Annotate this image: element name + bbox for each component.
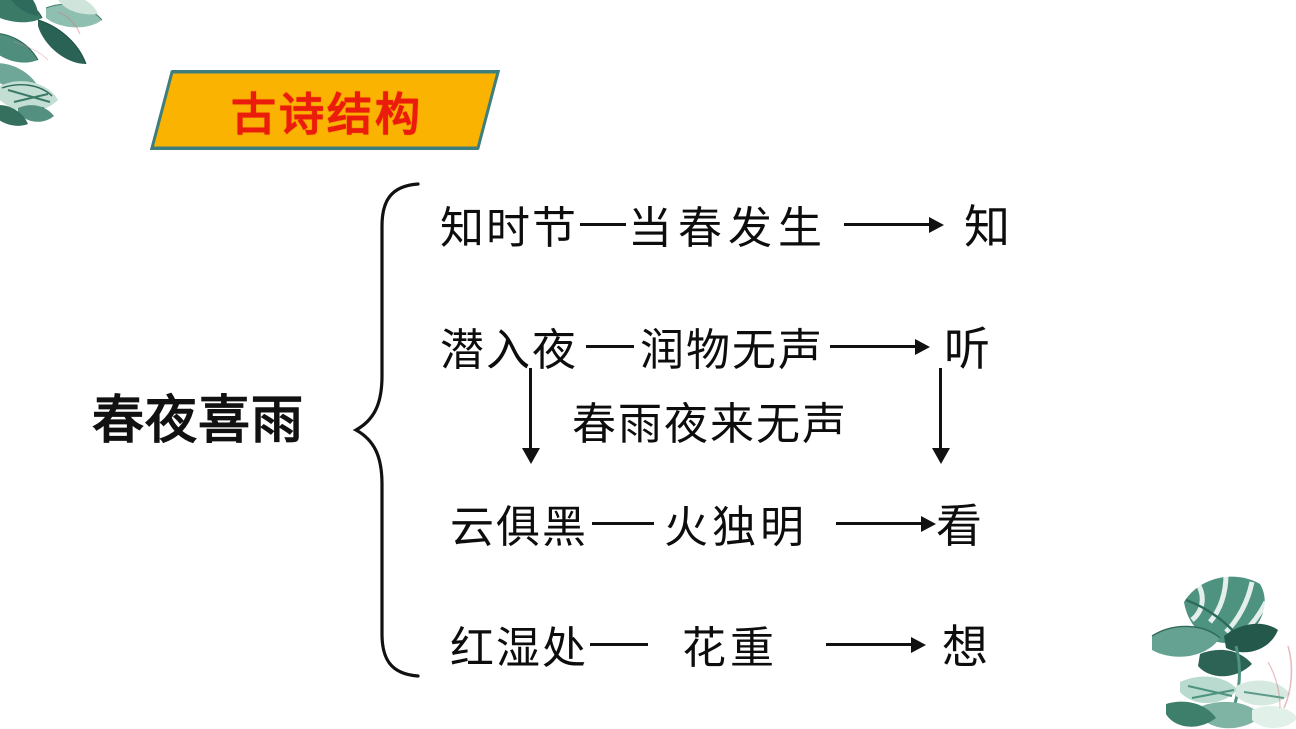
row-arrow-icon <box>836 515 936 532</box>
row-arrow-icon <box>844 216 944 233</box>
poem-title: 春夜喜雨 <box>92 391 305 451</box>
row-connector-dash <box>586 344 634 348</box>
diagram-row: 云俱黑 火独明 看 <box>450 490 982 556</box>
leaf-illustration-icon <box>0 0 144 140</box>
title-banner-label: 古诗结构 <box>230 87 423 141</box>
row-result-text: 知 <box>964 200 1010 254</box>
down-arrow-icon-right <box>932 368 950 464</box>
row-connector-dash <box>580 222 626 226</box>
row-right-text: 润物无声 <box>640 325 824 376</box>
row-connector-dash <box>592 521 654 525</box>
leaf-illustration-icon-secondary <box>1140 550 1296 729</box>
diagram-row: 红湿处 花重 想 <box>450 611 988 677</box>
row-arrow-icon <box>826 636 926 653</box>
row-left-text: 知时节 <box>440 203 578 254</box>
row-right-text: 火独明 <box>664 502 808 553</box>
diagram-row: 潜入夜 润物无声 听 <box>440 313 990 379</box>
row-result-text: 听 <box>944 322 990 376</box>
row-right-text: 花重 <box>682 623 778 674</box>
down-arrow-icon-left <box>522 368 540 464</box>
brace-icon <box>352 182 420 678</box>
title-banner: 古诗结构 <box>150 70 500 150</box>
row-left-text: 潜入夜 <box>440 325 578 376</box>
row-connector-dash <box>590 642 648 646</box>
row-result-text: 想 <box>942 620 988 674</box>
row-result-text: 看 <box>936 499 982 553</box>
title-banner-outline <box>150 70 500 150</box>
diagram-row: 知时节 当春发生 知 <box>440 191 1010 257</box>
row-left-text: 红湿处 <box>450 623 588 674</box>
middle-annotation: 春雨夜来无声 <box>572 399 848 450</box>
row-right-text: 当春发生 <box>628 203 828 254</box>
row-left-text: 云俱黑 <box>450 502 588 553</box>
row-arrow-icon <box>830 338 930 355</box>
